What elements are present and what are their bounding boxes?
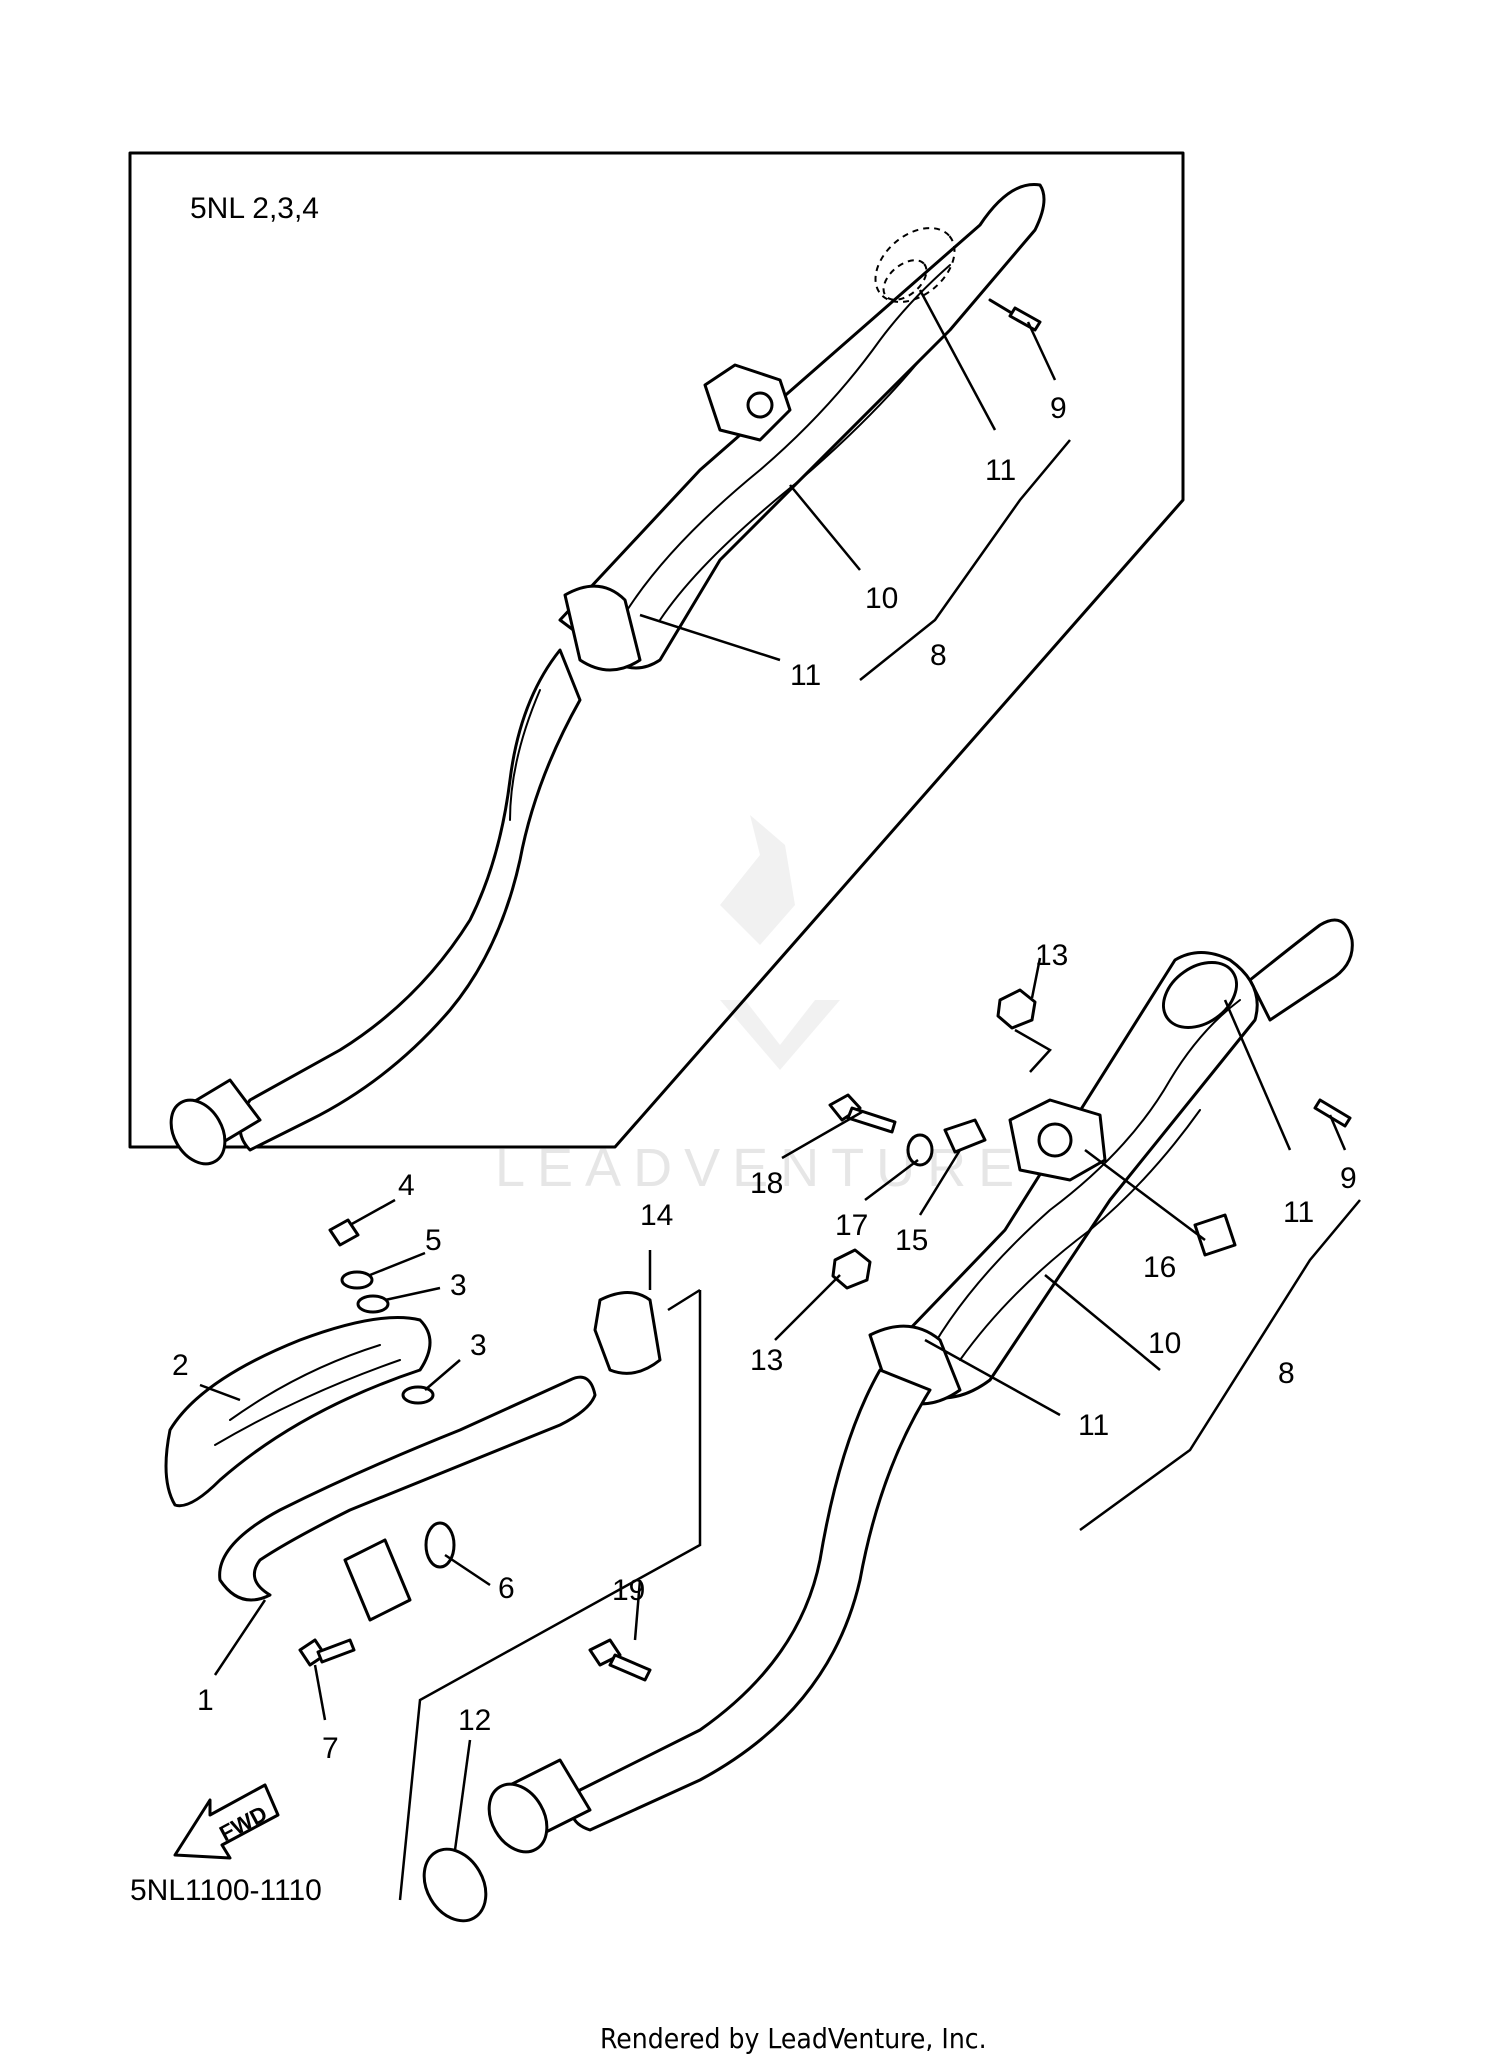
callout-14: 14 (640, 1199, 673, 1232)
callout-10: 10 (1148, 1327, 1181, 1360)
callout-1: 1 (197, 1684, 214, 1717)
callout-13: 13 (1035, 939, 1068, 972)
callout-6: 6 (498, 1572, 515, 1605)
callout-9: 9 (1050, 392, 1067, 425)
callout-2: 2 (172, 1349, 189, 1382)
callout-18: 18 (750, 1167, 783, 1200)
main-leader-lines (398, 957, 1361, 1901)
callout-11: 11 (1283, 1196, 1314, 1229)
callout-4: 4 (398, 1169, 415, 1202)
inset-muffler-assembly (169, 183, 1046, 1166)
forward-direction-arrow: FWD (173, 1783, 280, 1860)
inset-frame (128, 151, 1185, 1149)
figure-code: 5NL1100-1110 (130, 1874, 322, 1907)
callout-3: 3 (450, 1269, 467, 1302)
callout-7: 7 (322, 1732, 339, 1765)
inset-leader-lines (639, 289, 1071, 681)
callout-11: 11 (1078, 1409, 1109, 1442)
callout-3: 3 (470, 1329, 487, 1362)
callout-9: 9 (1340, 1162, 1357, 1195)
callout-10: 10 (865, 582, 898, 615)
callout-15: 15 (895, 1224, 928, 1257)
exhaust-pipe-parts (164, 1218, 662, 1667)
left-leader-lines (199, 1198, 701, 1721)
watermark-logo (720, 815, 840, 1070)
callout-16: 16 (1143, 1251, 1176, 1284)
callout-11: 11 (790, 659, 821, 692)
callout-8: 8 (930, 639, 947, 672)
callout-8: 8 (1278, 1357, 1295, 1390)
callout-12: 12 (458, 1704, 491, 1737)
callout-19: 19 (612, 1574, 645, 1607)
callout-13: 13 (750, 1344, 783, 1377)
callout-5: 5 (425, 1224, 442, 1257)
callout-17: 17 (835, 1209, 868, 1242)
variant-label: 5NL 2,3,4 (190, 192, 319, 225)
render-credit: Rendered by LeadVenture, Inc. (600, 2022, 987, 2055)
callout-11: 11 (985, 454, 1016, 487)
